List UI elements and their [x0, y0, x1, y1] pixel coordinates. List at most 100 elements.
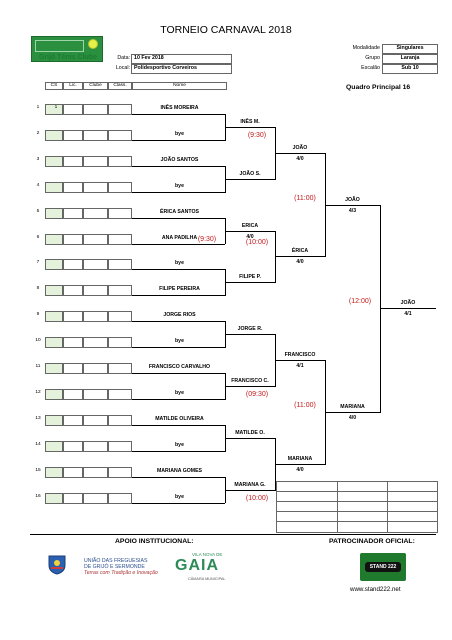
entry-number: 13: [35, 415, 41, 421]
round3-score: 4/0: [296, 259, 304, 266]
modality-label: Modalidade: [352, 45, 380, 51]
location-label: Local:: [115, 65, 130, 71]
entry-club-cell: [83, 181, 108, 193]
entry-number: 10: [35, 338, 41, 344]
round3-player-name: FRANCISCO: [284, 352, 316, 359]
header-club: Clube: [83, 82, 108, 90]
entry-line: [132, 191, 225, 193]
modality-value: Singulares: [382, 44, 438, 54]
round4-match-time: (11:00): [294, 194, 316, 202]
entry-class-cell: [108, 181, 132, 193]
final-score: 4/1: [404, 311, 412, 318]
entry-cs-cell: [45, 285, 63, 297]
bracket-line: [225, 334, 275, 336]
entry-number: 7: [36, 260, 40, 266]
entry-line: [132, 165, 225, 167]
entry-name: bye: [175, 493, 184, 500]
round2-player-name: MARIANA G.: [234, 481, 266, 488]
round4-score: 4/3: [348, 207, 357, 214]
round2-player-name: ERICA: [241, 222, 259, 229]
entry-cs-cell: [45, 129, 63, 141]
champion-name: JOÃO: [400, 300, 416, 307]
entry-cs-cell: [45, 311, 63, 323]
round2-match-time: (10:00): [245, 494, 269, 502]
round2-player-name: JOÃO S.: [239, 170, 261, 177]
entry-cs-cell: [45, 337, 63, 349]
entry-club-cell: [83, 363, 108, 374]
sponsor-website[interactable]: www.stand222.net: [350, 586, 401, 593]
entry-number: 12: [35, 389, 41, 395]
bracket-line: [225, 282, 275, 284]
entry-lic-cell: [63, 492, 83, 504]
age-category-label: Escalão: [361, 65, 380, 71]
results-box: [276, 481, 438, 533]
round3-player-name: JOÃO: [292, 144, 308, 151]
club-logo: [31, 36, 103, 62]
entry-number: 14: [35, 441, 41, 447]
tournament-title: TORNEIO CARNAVAL 2018: [160, 24, 292, 36]
entry-class-cell: [108, 207, 132, 219]
tennis-ball-icon: [88, 39, 98, 49]
entry-club-cell: [83, 440, 108, 452]
round4-player-name: JOÃO: [345, 196, 360, 203]
round3-player-name: MARIANA: [287, 455, 313, 462]
entry-number: 5: [36, 208, 40, 214]
entry-cs-cell: [45, 259, 63, 271]
parish-name: UNIÃO DAS FREGUESIAS DE GRIJÓ E SERMONDE…: [84, 558, 158, 576]
entry-name: ÉRICA SANTOS: [160, 208, 199, 215]
round3-match-time: (10:00): [245, 239, 269, 247]
entry-number: 9: [36, 312, 40, 318]
entry-lic-cell: [63, 388, 83, 400]
entry-class-cell: [108, 492, 132, 504]
entry-class-cell: [108, 155, 132, 167]
entry-line: [132, 424, 225, 426]
entry-line: [132, 476, 225, 478]
group-label: Grupo: [365, 55, 380, 61]
entry-class-cell: [108, 233, 132, 245]
entry-cs-cell: [45, 207, 63, 219]
entry-club-cell: [83, 388, 108, 400]
entry-lic-cell: [63, 466, 83, 478]
location-field: Polidesportivo Corveiros: [131, 64, 232, 74]
entry-cs-cell: [45, 466, 63, 478]
entry-class-cell: [108, 337, 132, 349]
sponsor-logo: STAND 222: [360, 553, 406, 581]
entry-number: 16: [35, 493, 41, 499]
bracket-line: [275, 256, 325, 258]
entry-cs-cell: [45, 492, 63, 504]
entry-number: 3: [36, 156, 40, 162]
entry-club-cell: [83, 337, 108, 349]
entry-cs-cell: [45, 155, 63, 167]
bracket-line: [380, 308, 436, 310]
entry-line: [132, 217, 225, 219]
entry-class-cell: [108, 440, 132, 452]
entry-lic-cell: [63, 129, 83, 141]
entry-number: 2: [36, 130, 40, 136]
date-label: Data:: [117, 55, 130, 61]
round2-player-name: FILIPE P.: [239, 274, 261, 281]
entry-lic-cell: [63, 233, 83, 245]
round2-match-time: (09:30): [245, 390, 269, 398]
entry-lic-cell: [63, 207, 83, 219]
entry-lic-cell: [63, 337, 83, 349]
entry-line: [132, 373, 225, 374]
bracket-line: [275, 360, 325, 362]
entry-class-cell: [108, 466, 132, 478]
round3-score: 4/0: [296, 155, 304, 162]
entry-lic-cell: [63, 440, 83, 452]
entry-line: [132, 502, 225, 504]
entry-name: bye: [175, 441, 184, 448]
bracket-line: [275, 152, 325, 154]
entry-club-cell: [83, 311, 108, 323]
entry-name: FILIPE PEREIRA: [159, 286, 200, 293]
header-class: Class.: [108, 82, 132, 90]
age-category-value: Sub 10: [382, 64, 438, 74]
entry-lic-cell: [63, 155, 83, 167]
entry-club-cell: [83, 414, 108, 426]
entry-number: 4: [36, 182, 40, 188]
bracket-line: [225, 230, 275, 232]
entry-line: [132, 450, 225, 452]
entry-lic-cell: [63, 259, 83, 271]
gaia-logo-top: VILA NOVA DE: [192, 552, 223, 557]
gaia-logo-sub: CÂMARA MUNICIPAL: [188, 577, 226, 581]
